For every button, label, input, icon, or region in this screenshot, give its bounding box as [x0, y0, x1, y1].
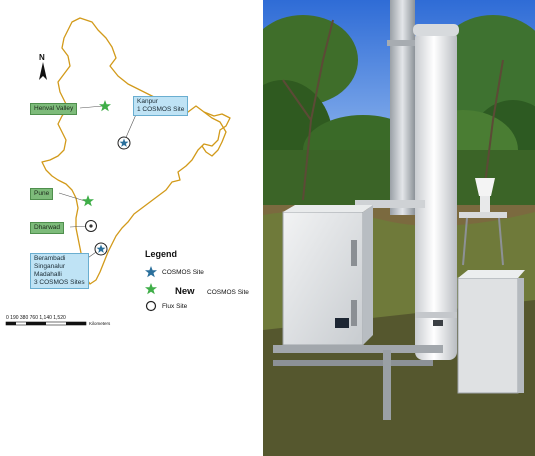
mounting-rails [273, 345, 443, 420]
legend-new-label: New [175, 286, 195, 297]
station-photo-illustration [263, 0, 535, 456]
henval-new-site-star [99, 100, 111, 112]
rain-gauge [459, 178, 507, 266]
dharwad-label: Dharwad [30, 222, 65, 234]
india-border [41, 17, 231, 285]
tree-branches [282, 19, 504, 201]
kanpur-label: Kanpur 1 COSMOS Site [133, 96, 189, 116]
legend-new-star-icon [145, 283, 157, 295]
northeast-border [201, 111, 227, 157]
scale-ticks: 0 190 380 760 1,140 1,520 [6, 315, 66, 321]
legend-cosmos-star-icon [145, 266, 157, 278]
north-arrow-icon [39, 62, 47, 80]
mast-pole [390, 0, 415, 215]
pune-label: Pune [30, 188, 54, 200]
dharwad-dot [89, 224, 93, 228]
kanpur-cosmos-star [119, 138, 129, 147]
neutron-detector-tube [415, 30, 457, 360]
pune-connector [58, 192, 86, 202]
berambadi-cosmos-star [96, 244, 106, 253]
pune-new-site-star [82, 195, 94, 207]
legend-cosmos-site: COSMOS Site [162, 269, 204, 276]
scale-unit: Kilometers [89, 321, 111, 326]
legend-new-cosmos-site: COSMOS Site [207, 289, 249, 296]
logger-enclosure [282, 205, 373, 346]
north-label: N [39, 53, 45, 62]
india-map-panel: N Henval Valley Kanpur 1 COSMOS Site Pun… [0, 0, 263, 456]
india-map [5, 17, 231, 326]
berambadi-label: Berambadi Singanalur Madahalli 3 COSMOS … [30, 253, 89, 289]
legend-flux-site: Flux Site [162, 303, 188, 310]
legend-flux-circle-icon [145, 300, 157, 312]
cosmos-station-photo [263, 0, 535, 456]
henval-valley-label: Henval Valley [30, 103, 78, 115]
henval-connector [79, 105, 104, 109]
battery-box [457, 270, 525, 394]
legend-title: Legend [145, 249, 178, 259]
scale-bar [5, 321, 87, 326]
